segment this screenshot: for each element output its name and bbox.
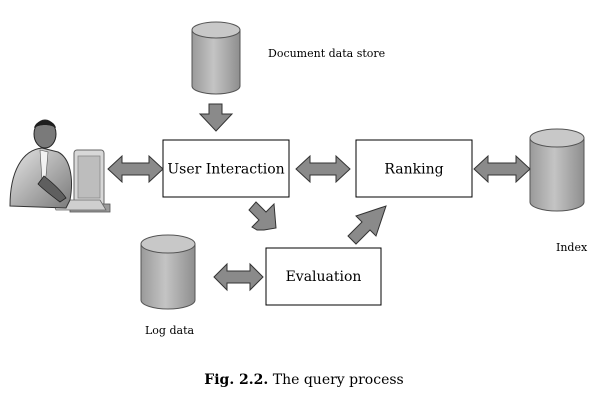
index-cylinder	[529, 128, 585, 212]
ranking-box: Ranking	[355, 139, 473, 198]
document-to-interaction-arrow	[198, 103, 234, 132]
log-data-label: Log data	[145, 324, 194, 337]
ranking-label: Ranking	[384, 162, 443, 178]
document-data-store-label: Document data store	[268, 47, 385, 60]
evaluation-to-ranking-arrow	[347, 205, 387, 245]
figure-caption-text: The query process	[272, 372, 404, 388]
user-interaction-box: User Interaction	[162, 139, 290, 198]
index-label: Index	[556, 241, 588, 254]
user-to-interaction-double-arrow	[107, 154, 164, 184]
user-interaction-label: User Interaction	[167, 162, 284, 178]
log-data-cylinder	[140, 234, 196, 310]
ranking-index-double-arrow	[473, 154, 531, 184]
document-data-store-cylinder	[191, 21, 241, 95]
person-at-computer-icon	[9, 119, 111, 213]
evaluation-label: Evaluation	[286, 269, 362, 285]
figure-caption-label: Fig. 2.2.	[204, 372, 269, 388]
evaluation-box: Evaluation	[265, 247, 382, 306]
log-evaluation-double-arrow	[213, 262, 264, 292]
interaction-ranking-double-arrow	[295, 154, 351, 184]
interaction-to-evaluation-arrow	[248, 201, 277, 231]
figure-caption: Fig. 2.2. The query process	[0, 372, 608, 388]
